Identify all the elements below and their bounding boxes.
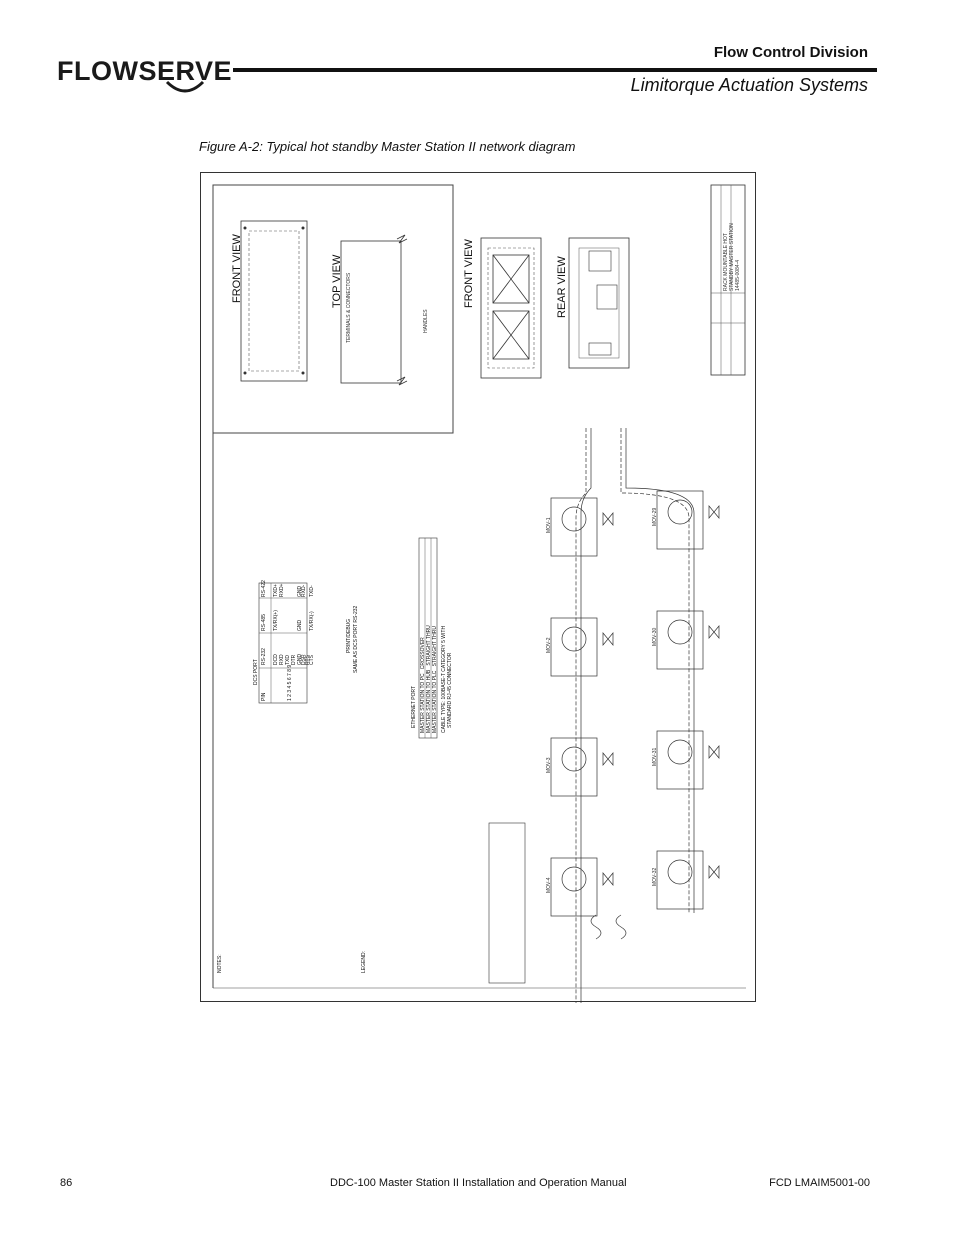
- dcs-rs232-8: CTS: [309, 655, 315, 665]
- mov-label-1: MOV-1: [546, 517, 552, 533]
- fcd-code: FCD LMAIM5001-00: [769, 1177, 870, 1189]
- front-view-1-label: FRONT VIEW: [231, 234, 243, 303]
- drawing-number: 14485-0084-4: [735, 259, 741, 291]
- dcs-rs422-8: TXD-: [309, 585, 315, 597]
- notes-title: NOTES:: [217, 954, 223, 973]
- network-diagram: FRONT VIEW TOP VIEW TERMINALS & CONNECTO…: [200, 172, 756, 1003]
- front-view-2-label: FRONT VIEW: [463, 239, 475, 308]
- ethernet-row-3: MASTER STATION TO PLC STRAIGHT THRU: [432, 626, 438, 733]
- legend-title: LEGEND:: [361, 951, 367, 973]
- print-debug-line1: PRINT/DEBUG: [346, 618, 352, 653]
- mov-label-4: MOV-4: [546, 877, 552, 893]
- dcs-pin-list: 1 2 3 4 5 6 7 8 9: [287, 664, 293, 701]
- mov-label-30: MOV-30: [652, 627, 658, 646]
- rear-view-label: REAR VIEW: [556, 256, 568, 318]
- mov-label-2: MOV-2: [546, 637, 552, 653]
- header-rule: [233, 68, 877, 72]
- terminals-label: TERMINALS & CONNECTORS: [346, 272, 352, 343]
- manual-title: DDC-100 Master Station II Installation a…: [330, 1177, 627, 1189]
- ethernet-note-2: STANDARD RJ-45 CONNECTOR: [447, 652, 453, 728]
- flowserve-logo: FLOWSERVE: [57, 56, 233, 86]
- dcs-rs422-2: RXD+: [279, 583, 285, 597]
- mov-label-32: MOV-32: [652, 867, 658, 886]
- dcs-rs485-1: TX/RX(+): [273, 610, 279, 631]
- dcs-rs485-8: TX/RX(-): [309, 611, 315, 631]
- page-number: 86: [60, 1177, 73, 1189]
- ethernet-title: ETHERNET PORT: [411, 685, 417, 728]
- print-debug-line2: SAME AS DCS PORT RS-232: [353, 605, 359, 673]
- logo-swoosh-icon: [165, 80, 205, 93]
- dcs-rs422-6: RXD-: [301, 584, 307, 597]
- diagram-linework: [212, 184, 746, 1003]
- dcs-rs485-5: GND: [297, 619, 303, 631]
- figure-caption: Figure A-2: Typical hot standby Master S…: [199, 139, 576, 154]
- dcs-header-rs232: RS-232: [261, 648, 267, 665]
- dcs-header-pin: PIN: [261, 692, 267, 701]
- product-title: Limitorque Actuation Systems: [630, 75, 868, 95]
- dcs-header-rs422: RS-422: [261, 580, 267, 597]
- dcs-port-title: DCS PORT: [253, 659, 259, 685]
- handles-label: HANDLES: [423, 309, 429, 333]
- mov-label-3: MOV-3: [546, 757, 552, 773]
- dcs-header-rs485: RS-485: [261, 614, 267, 631]
- mov-label-29: MOV-29: [652, 507, 658, 526]
- mov-label-31: MOV-31: [652, 747, 658, 766]
- division-title: Flow Control Division: [713, 44, 868, 61]
- top-view-label: TOP VIEW: [331, 254, 343, 308]
